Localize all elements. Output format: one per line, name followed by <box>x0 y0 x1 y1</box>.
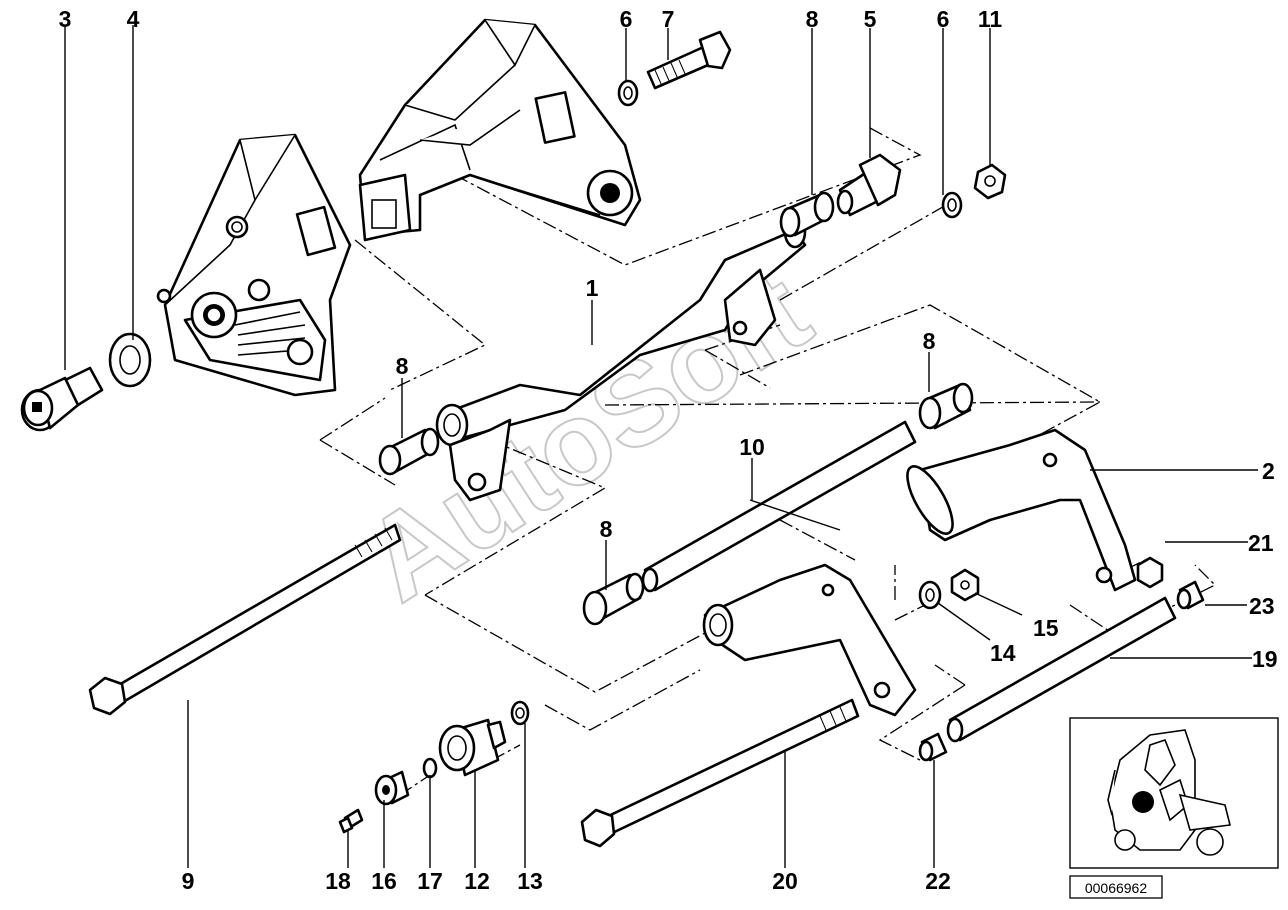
callout-9: 9 <box>182 868 195 894</box>
callout-23: 23 <box>1249 593 1275 619</box>
washer-13 <box>510 700 530 726</box>
callout-14: 14 <box>990 640 1016 666</box>
bolt-7 <box>646 30 732 90</box>
bushing-12 <box>438 718 507 777</box>
lower-swing-arm <box>702 563 917 717</box>
motorcycle-inset <box>1069 717 1279 869</box>
washer-6-top <box>617 79 639 107</box>
callout-2: 2 <box>1262 458 1275 484</box>
callout-21: 21 <box>1248 530 1274 556</box>
sleeve-5 <box>836 153 902 217</box>
bushing-16 <box>374 770 410 806</box>
callout-11: 11 <box>978 6 1003 32</box>
bolt-3 <box>20 366 104 432</box>
nut-11 <box>973 163 1007 200</box>
washer-6-right <box>941 191 963 219</box>
callout-4: 4 <box>127 6 140 32</box>
callout-8-right: 8 <box>923 328 936 354</box>
callout-19: 19 <box>1252 646 1278 672</box>
callout-20: 20 <box>772 868 798 894</box>
reference-number-box: 00066962 <box>1069 875 1163 899</box>
nut-21 <box>1136 556 1164 589</box>
callout-3: 3 <box>59 6 72 32</box>
left-bracket-plate <box>156 133 352 397</box>
callout-22: 22 <box>925 868 951 894</box>
callout-8: 8 <box>806 6 819 32</box>
washer-17 <box>422 757 438 779</box>
callout-16: 16 <box>371 868 397 894</box>
callout-1: 1 <box>586 275 599 301</box>
rod-19 <box>946 596 1177 743</box>
callout-13: 13 <box>517 868 543 894</box>
callout-15: 15 <box>1033 615 1059 641</box>
callout-8-left: 8 <box>396 353 409 379</box>
screw-18 <box>338 808 364 834</box>
nut-15 <box>950 568 980 602</box>
callout-6-right: 6 <box>937 6 950 32</box>
callout-6: 6 <box>620 6 633 32</box>
callout-labels: 3 4 6 7 8 5 6 11 1 8 8 10 2 8 21 15 23 1… <box>59 6 1278 894</box>
reference-number: 00066962 <box>1085 880 1148 896</box>
top-bracket <box>358 18 642 242</box>
main-arm <box>435 215 807 502</box>
sleeve-22 <box>918 732 948 762</box>
callout-18: 18 <box>325 868 351 894</box>
rod-10 <box>641 420 917 593</box>
sleeve-23 <box>1176 580 1205 610</box>
washer-4 <box>108 332 152 388</box>
washer-14 <box>918 580 942 610</box>
callout-10: 10 <box>739 434 765 460</box>
bolt-20 <box>580 698 860 848</box>
long-bolt-9 <box>88 523 402 716</box>
leader-lines <box>64 25 1258 868</box>
callout-7: 7 <box>662 6 675 32</box>
callout-17: 17 <box>417 868 443 894</box>
callout-8-lower: 8 <box>600 516 613 542</box>
bushings <box>378 191 974 626</box>
right-swing-arm <box>906 428 1137 592</box>
callout-5: 5 <box>864 6 877 32</box>
callout-12: 12 <box>464 868 490 894</box>
